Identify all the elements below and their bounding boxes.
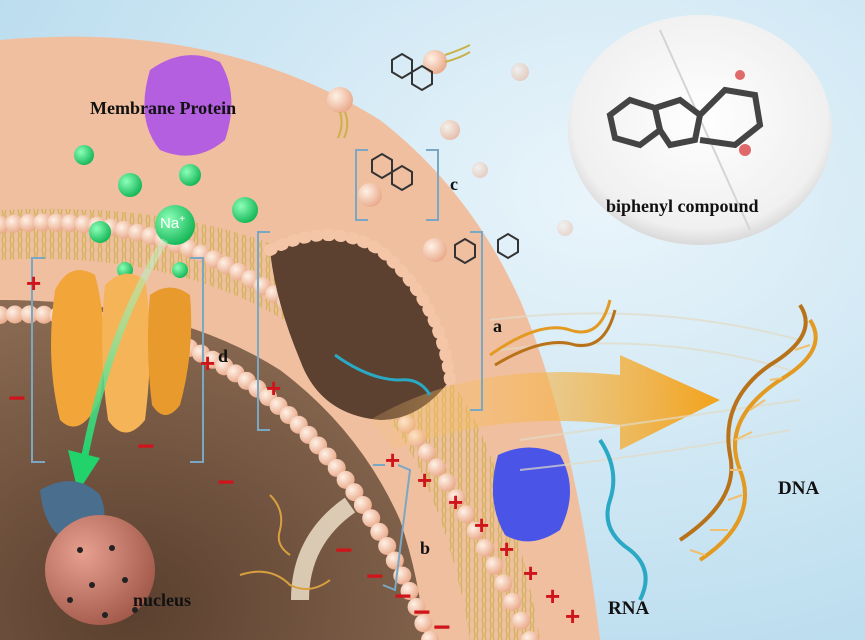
lipid-head — [503, 592, 522, 611]
lipid-head — [512, 611, 531, 630]
rna-strand — [598, 438, 648, 601]
lipid-head — [378, 536, 397, 555]
sodium-ion — [172, 262, 188, 278]
positive-charge: + — [545, 581, 561, 611]
sodium-ion-symbol: Na — [160, 215, 180, 232]
sodium-ion — [118, 173, 142, 197]
lipid-head — [33, 213, 52, 232]
positive-charge: + — [417, 465, 433, 495]
positive-charge: + — [499, 534, 515, 564]
rna-fragment — [334, 353, 432, 396]
dna-helix-small — [489, 299, 617, 367]
sodium-flow-arrowhead — [68, 450, 100, 492]
lipid-head — [5, 305, 24, 324]
dna-helix-large — [678, 303, 818, 562]
label-a: a — [493, 316, 502, 336]
positive-charge: + — [565, 601, 581, 631]
dna-label: DNA — [778, 478, 820, 499]
membrane-protein — [144, 55, 232, 156]
sodium-ion — [89, 221, 111, 243]
lipid-head — [353, 495, 372, 514]
positive-charge: + — [448, 487, 464, 517]
sodium-channel-protein — [51, 270, 192, 433]
lipid-head — [370, 522, 389, 541]
negative-charge: − — [413, 596, 431, 629]
brackets — [31, 149, 483, 592]
sodium-ion-label: Na+ — [160, 214, 185, 232]
lipid-head — [0, 306, 9, 324]
lipid-head — [437, 473, 456, 492]
sodium-ion — [74, 145, 94, 165]
sodium-ion — [179, 164, 201, 186]
lipid-head — [414, 614, 433, 633]
negative-charge: − — [433, 611, 451, 640]
lipid-head — [466, 521, 485, 540]
nucleus — [40, 481, 155, 625]
sodium-ion-labeled — [155, 205, 195, 245]
membrane-protein-label: Membrane Protein — [90, 98, 237, 118]
sodium-ions — [74, 145, 258, 278]
dna-binding-arrow — [370, 355, 720, 450]
bracket-c-left — [355, 149, 368, 221]
lipid-head — [407, 597, 426, 616]
lipid-head — [74, 215, 93, 234]
positive-charge: + — [523, 558, 539, 588]
positive-charge: + — [200, 348, 216, 378]
negative-charge: − — [335, 534, 353, 567]
label-d: d — [218, 346, 229, 366]
positive-charge: + — [26, 268, 42, 298]
lipid-head — [362, 509, 381, 528]
transmembrane-protein-blue — [492, 447, 570, 542]
bracket-b-right — [382, 464, 412, 592]
bracket-a-left — [257, 231, 270, 431]
lipid-head — [61, 214, 80, 233]
lipid-head — [19, 213, 38, 232]
lipid-head — [447, 489, 466, 508]
bracket-c — [426, 149, 439, 221]
rna-label: RNA — [608, 598, 650, 619]
biphenyl-pill — [568, 15, 832, 245]
bracket-left — [31, 257, 45, 463]
sodium-ion — [232, 197, 258, 223]
negative-charge: − — [394, 580, 412, 613]
lipid-head — [475, 538, 494, 557]
nucleus-label: nucleus — [133, 590, 192, 610]
negative-charge: − — [8, 382, 26, 415]
sodium-flow-arrow — [81, 238, 168, 456]
lipid-head — [417, 443, 436, 462]
lipid-head — [35, 305, 54, 324]
lipid-head — [485, 556, 504, 575]
lipid-head — [421, 631, 439, 640]
lipid-head — [494, 574, 513, 593]
lipid-head — [5, 214, 24, 233]
lipid-head — [345, 483, 364, 502]
sodium-ion-charge: + — [179, 214, 186, 225]
lipid-head — [427, 458, 446, 477]
label-b: b — [420, 538, 431, 558]
lipid-head — [400, 581, 419, 600]
lipid-head — [521, 631, 539, 640]
positive-charge: + — [385, 445, 401, 475]
drug-structures — [371, 52, 519, 265]
bracket-a — [470, 231, 483, 411]
negative-charge: − — [366, 560, 384, 593]
pocket-rim — [264, 229, 456, 386]
biphenyl-compound-label: biphenyl compound — [606, 196, 759, 216]
dna-helix-large-rungs — [689, 344, 811, 556]
lipid-head — [457, 505, 476, 524]
amphiphile-molecules — [327, 44, 573, 262]
negative-charge: − — [217, 466, 235, 499]
dna-fragment-internal — [239, 494, 331, 590]
lipid-head — [20, 305, 39, 324]
positive-charge: + — [266, 373, 282, 403]
label-c: c — [450, 174, 458, 194]
lipid-head — [47, 213, 66, 232]
negative-charge: − — [137, 430, 155, 463]
bracket-d — [190, 257, 204, 463]
positive-charge: + — [474, 510, 490, 540]
